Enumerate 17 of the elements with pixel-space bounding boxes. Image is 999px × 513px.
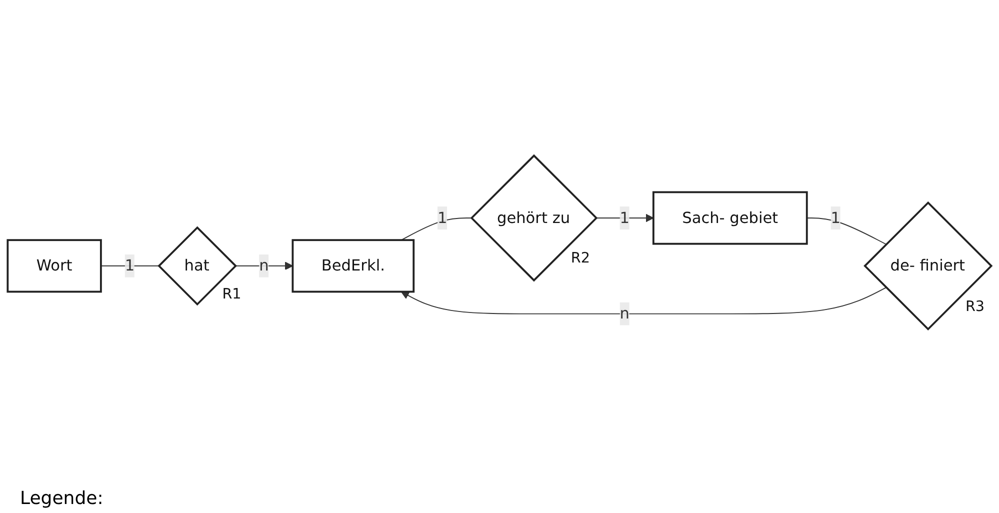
relationship-name: R2 bbox=[570, 250, 590, 266]
node-box: Sach- gebiet bbox=[652, 190, 808, 244]
edge-label: 1 bbox=[124, 256, 135, 274]
node-box: Wort bbox=[6, 238, 102, 292]
arrow bbox=[595, 213, 654, 222]
connector bbox=[100, 265, 159, 266]
connector bbox=[806, 217, 887, 244]
relationship-name: R3 bbox=[965, 298, 985, 314]
connector bbox=[400, 217, 472, 240]
arrow bbox=[400, 286, 887, 314]
edge-label: 1 bbox=[830, 208, 841, 226]
edge-label: n bbox=[620, 304, 630, 322]
edge-label: 1 bbox=[438, 208, 448, 226]
edge-label: n bbox=[259, 256, 269, 274]
legend-heading: Legende: bbox=[20, 488, 104, 509]
node-box: BedErkl. bbox=[292, 238, 415, 292]
edge-label: 1 bbox=[620, 208, 630, 226]
